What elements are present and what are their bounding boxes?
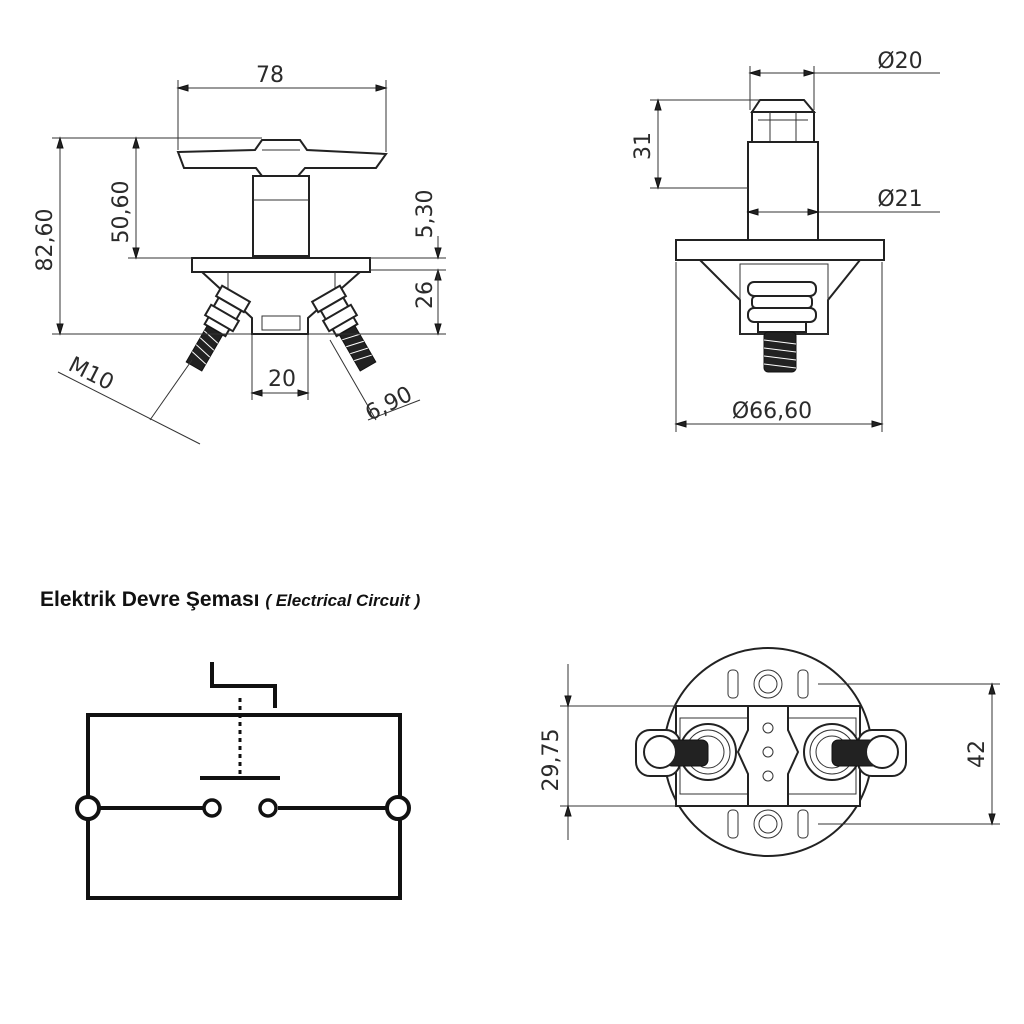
- side-terminal: [747, 281, 817, 373]
- contact-left: [202, 798, 222, 818]
- front-view: 78 82,60 50,60 5,30: [33, 63, 446, 445]
- dim-height-82-60: 82,60: [33, 136, 262, 336]
- dim-label-dia-66-60: Ø66,60: [732, 399, 812, 424]
- dim-label-78: 78: [256, 63, 284, 88]
- bottom-view: 29,75 42: [539, 647, 1000, 857]
- dim-height-5-30: 5,30: [370, 190, 446, 281]
- contact-right: [258, 798, 278, 818]
- electrical-circuit-schematic: [75, 662, 411, 900]
- dim-label-dia-21: Ø21: [877, 187, 922, 212]
- mounting-flange: [191, 257, 371, 335]
- dim-dia-21: Ø21: [746, 187, 940, 216]
- dim-thread-m10: M10: [57, 352, 201, 445]
- switch-shaft: [252, 175, 310, 257]
- dim-label-6-90: 6,90: [362, 382, 417, 427]
- bottom-right-terminal: [803, 723, 907, 781]
- switch-actuator: [210, 662, 277, 708]
- bottom-left-terminal: [635, 723, 737, 781]
- side-view: Ø20 31 Ø21 Ø66,60: [631, 49, 940, 432]
- dim-label-dia-20: Ø20: [877, 49, 922, 74]
- dim-label-31: 31: [631, 132, 656, 160]
- side-shaft: [747, 141, 819, 241]
- dim-height-29-75: 29,75: [539, 664, 676, 840]
- switch-handle: [176, 139, 388, 177]
- dim-spacing-20: 20: [250, 334, 310, 400]
- terminal-right-outer: [385, 795, 411, 821]
- dim-height-42: 42: [818, 682, 1000, 826]
- dim-size-6-90: 6,90: [329, 339, 421, 427]
- dim-label-m10: M10: [64, 352, 117, 396]
- circuit-heading: Elektrik Devre Şeması ( Electrical Circu…: [40, 588, 420, 612]
- dim-dia-20: Ø20: [748, 49, 940, 110]
- side-knob-cap: [750, 99, 817, 143]
- dim-label-82-60: 82,60: [33, 209, 58, 272]
- left-terminal: [185, 284, 252, 372]
- circuit-heading-title: Elektrik Devre Şeması: [40, 588, 260, 611]
- dim-height-26: 26: [308, 270, 446, 336]
- dim-label-26: 26: [413, 281, 438, 309]
- dim-label-20: 20: [268, 367, 296, 392]
- right-terminal: [310, 284, 377, 372]
- dim-height-31: 31: [631, 98, 760, 190]
- dim-height-50-60: 50,60: [109, 136, 192, 260]
- dim-dia-66-60: Ø66,60: [674, 262, 884, 432]
- dim-label-29-75: 29,75: [539, 729, 564, 792]
- dim-label-42: 42: [965, 740, 990, 768]
- terminal-left-outer: [75, 795, 101, 821]
- dim-label-5-30: 5,30: [413, 190, 438, 239]
- dim-label-50-60: 50,60: [109, 181, 134, 244]
- dim-width-78: 78: [176, 63, 388, 152]
- circuit-loop: [86, 713, 402, 900]
- circuit-heading-subtitle: ( Electrical Circuit ): [265, 591, 421, 610]
